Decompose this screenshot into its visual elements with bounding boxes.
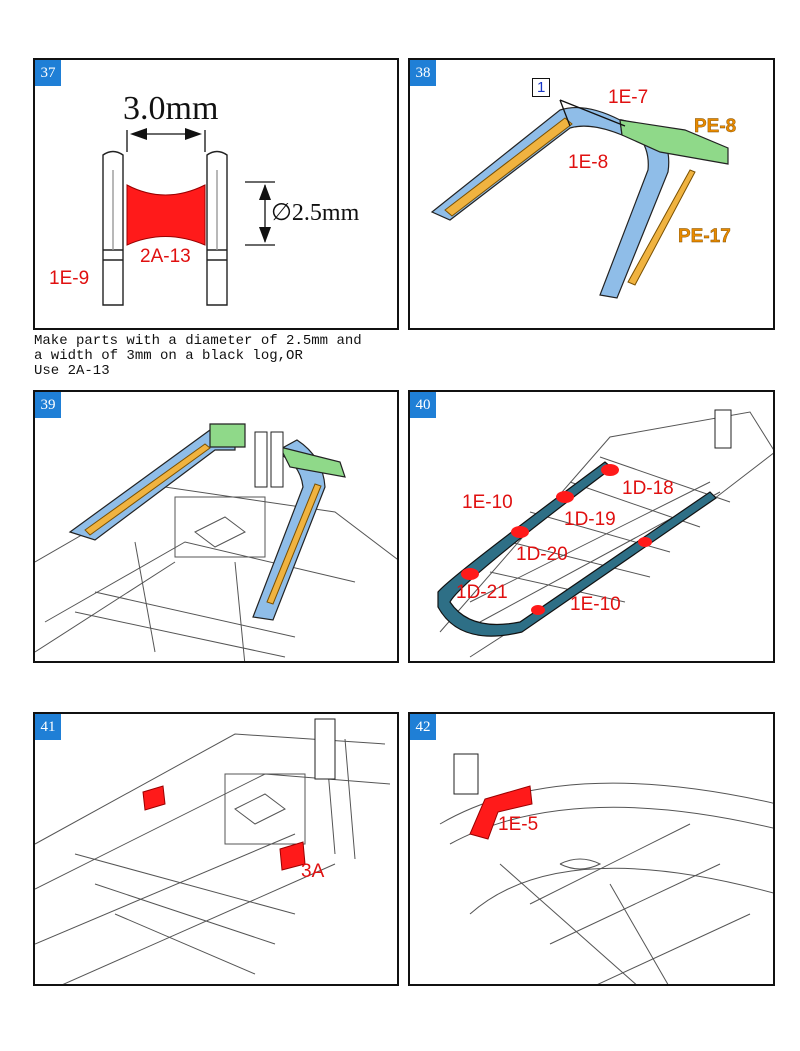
dimension-width-label: 3.0mm: [123, 90, 219, 127]
step-41-panel: 41 3A: [33, 712, 399, 986]
step-37-panel: 37 3.0mm ∅2.5mm 2A-13 1E-9: [33, 58, 399, 330]
part-label-1e-10-top: 1E-10: [462, 492, 513, 513]
part-label-3a: 3A: [301, 861, 325, 882]
part-label-1d-19: 1D-19: [564, 509, 616, 530]
step-41-illustration: [35, 718, 391, 984]
step-number: 41: [35, 714, 61, 740]
part-label-2a-13: 2A-13: [140, 246, 191, 267]
part-label-pe-17: PE-17: [678, 226, 731, 247]
part-label-1e-10-bottom: 1E-10: [570, 594, 621, 615]
part-label-1e-5: 1E-5: [498, 814, 539, 835]
note-line: a width of 3mm on a black log,OR: [34, 348, 303, 364]
step-39-panel: 39: [33, 390, 399, 663]
instruction-note: Make parts with a diameter of 2.5mm and …: [34, 334, 362, 379]
part-label-1e-9: 1E-9: [49, 268, 90, 289]
step-number: 37: [35, 60, 61, 86]
note-line: Use 2A-13: [34, 363, 110, 379]
step-number: 38: [410, 60, 436, 86]
step-38-illustration: [430, 99, 729, 299]
dimension-diameter-label: ∅2.5mm: [271, 200, 360, 226]
part-label-1e-7: 1E-7: [608, 87, 649, 108]
part-label-1d-18: 1D-18: [622, 478, 674, 499]
step-38-panel: 38 1 1E-7 PE-8 1E-8 PE-17: [408, 58, 775, 330]
step-37-illustration: [102, 128, 275, 306]
part-label-1d-20: 1D-20: [516, 544, 568, 565]
part-label-1e-8: 1E-8: [568, 152, 609, 173]
note-line: Make parts with a diameter of 2.5mm and: [34, 333, 362, 349]
callout-box-1: 1: [532, 78, 551, 97]
step-40-panel: 40 1E-10 1D-18 1D-19 1D-20 1D-21 1E-10: [408, 390, 775, 663]
step-number: 40: [410, 392, 436, 418]
part-label-pe-8: PE-8: [694, 116, 737, 137]
part-label-1d-21: 1D-21: [456, 582, 508, 603]
step-40-illustration: [437, 409, 773, 658]
step-number: 42: [410, 714, 436, 740]
step-number: 39: [35, 392, 61, 418]
step-42-illustration: [439, 753, 773, 984]
step-39-illustration: [35, 423, 397, 661]
step-42-panel: 42 1E-5: [408, 712, 775, 986]
